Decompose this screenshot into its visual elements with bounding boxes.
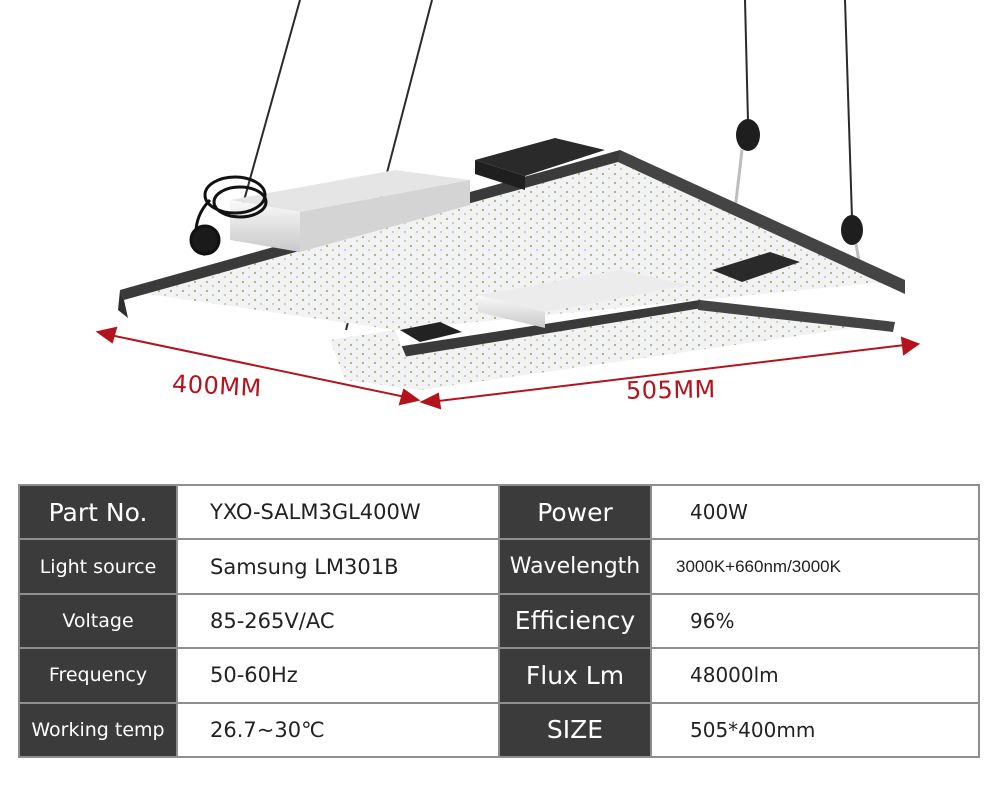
spec-value: 96% [650, 592, 980, 650]
spec-value: 48000lm [650, 647, 980, 704]
spec-label: Wavelength [498, 538, 652, 595]
front-panel [330, 300, 895, 390]
spec-table: Part No. YXO-SALM3GL400W Power 400W Ligh… [18, 483, 980, 759]
dimension-arrows [95, 326, 921, 410]
spec-label: Power [498, 483, 652, 541]
spec-label: Working temp [18, 701, 178, 759]
power-cable-icon [189, 175, 268, 257]
spec-label: Efficiency [498, 592, 652, 650]
table-row: Working temp 26.7~30℃ SIZE 505*400mm [18, 701, 980, 759]
table-row: Light source Samsung LM301B Wavelength 3… [18, 538, 980, 595]
spec-label: Light source [18, 538, 178, 595]
spec-value: YXO-SALM3GL400W [176, 483, 500, 541]
spec-value: Samsung LM301B [176, 538, 500, 595]
spec-value: 3000K+660nm/3000K [650, 538, 980, 595]
grow-light-illustration [95, 0, 921, 410]
width-dimension-label: 400MM [171, 369, 263, 403]
led-driver-icon [230, 170, 470, 252]
spec-value: 85-265V/AC [176, 592, 500, 650]
cooling-fan-icon [475, 138, 800, 282]
length-dimension-label: 505MM [625, 375, 716, 405]
table-row: Frequency 50-60Hz Flux Lm 48000lm [18, 647, 980, 704]
spec-label: Part No. [18, 483, 178, 541]
spec-label: Frequency [18, 647, 178, 704]
spec-label: Flux Lm [498, 647, 652, 704]
spec-value: 26.7~30℃ [176, 701, 500, 759]
spec-value: 505*400mm [650, 701, 980, 759]
spec-label: Voltage [18, 592, 178, 650]
table-row: Part No. YXO-SALM3GL400W Power 400W [18, 483, 980, 541]
spec-value: 400W [650, 483, 980, 541]
front-driver-icon [400, 270, 690, 342]
spec-label: SIZE [498, 701, 652, 759]
spec-value: 50-60Hz [176, 647, 500, 704]
rope-ratchet-icon [733, 119, 864, 279]
table-row: Voltage 85-265V/AC Efficiency 96% [18, 592, 980, 650]
